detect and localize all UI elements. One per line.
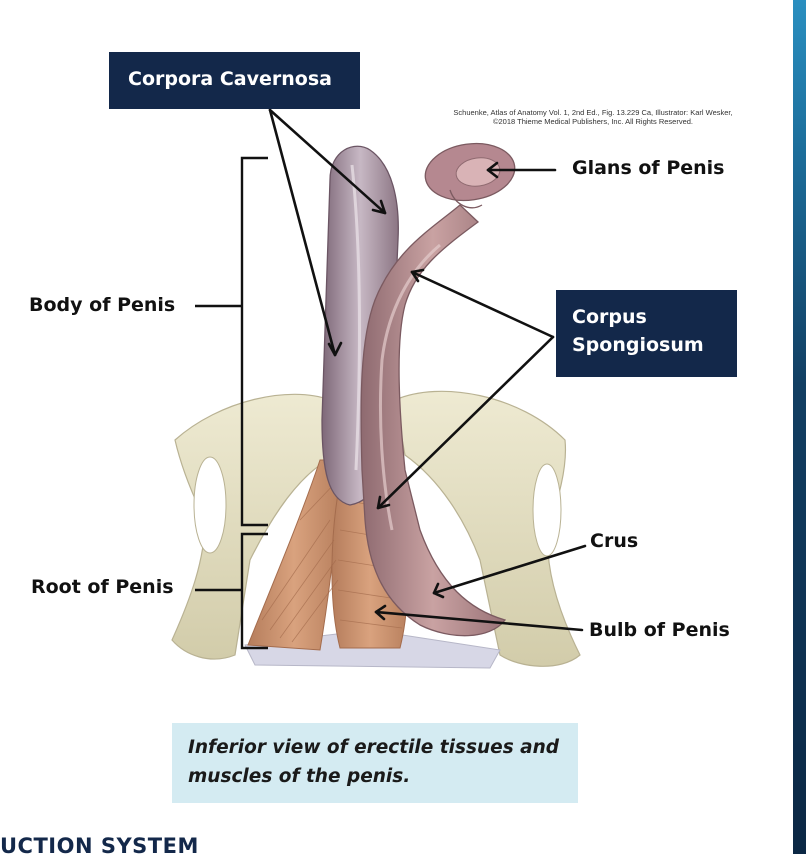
caption-line-2: muscles of the penis.	[188, 765, 411, 787]
caption-line-1: Inferior view of erectile tissues and	[188, 737, 560, 758]
decorative-side-bar	[793, 0, 806, 854]
section-heading: UCTION SYSTEM	[0, 834, 199, 858]
corpora-cavernosa-label: Corpora Cavernosa	[128, 68, 332, 90]
corpora-cavernosa-label-box: Corpora Cavernosa	[109, 52, 360, 109]
glans-of-penis-label: Glans of Penis	[572, 157, 725, 179]
figure-caption-box: Inferior view of erectile tissues and mu…	[172, 723, 578, 803]
image-credit: Schuenke, Atlas of Anatomy Vol. 1, 2nd E…	[418, 108, 768, 127]
corpus-spongiosum-shaft	[360, 204, 507, 637]
glans-of-penis	[424, 142, 516, 209]
bulb-of-penis-label: Bulb of Penis	[589, 619, 730, 641]
corpus-spongiosum-label-line2: Spongiosum	[572, 333, 704, 356]
crus-label: Crus	[590, 530, 639, 552]
left-obturator-opening	[193, 456, 227, 554]
corpus-spongiosum-label-line1: Corpus	[572, 306, 647, 328]
corpus-spongiosum-label-box: Corpus Spongiosum	[556, 290, 737, 377]
credit-line-2: ©2018 Thieme Medical Publishers, Inc. Al…	[492, 117, 694, 127]
right-obturator-opening	[532, 463, 562, 557]
root-bracket	[195, 532, 268, 650]
root-of-penis-label: Root of Penis	[31, 576, 174, 598]
arrow-heads	[327, 161, 499, 621]
right-pubic-bone	[394, 390, 581, 667]
body-bracket	[195, 156, 268, 527]
label-pointers	[268, 108, 587, 632]
body-of-penis-label: Body of Penis	[29, 294, 176, 316]
credit-line-1: Schuenke, Atlas of Anatomy Vol. 1, 2nd E…	[453, 108, 733, 117]
